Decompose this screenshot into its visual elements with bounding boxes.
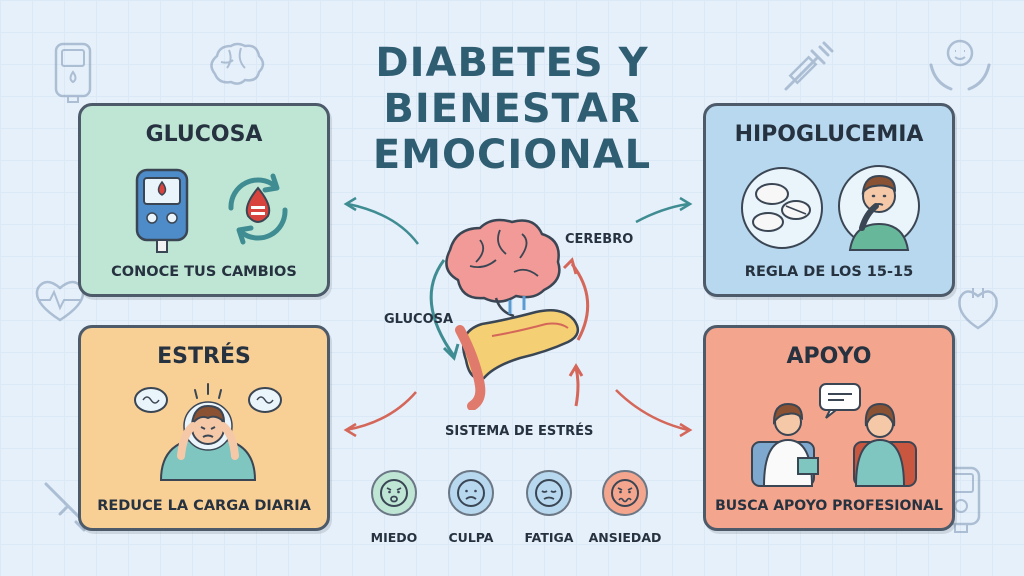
- anxious-face-icon: [611, 479, 639, 507]
- cycle-arrow-bottom: [574, 367, 580, 407]
- cycle-arrow-left: [429, 259, 456, 357]
- tired-face-icon: [535, 479, 563, 507]
- arrow-to-glucosa: [347, 202, 420, 245]
- arrow-to-apoyo: [615, 389, 689, 432]
- fear-face-icon: [380, 479, 408, 507]
- emotion-miedo: MIEDO: [349, 470, 439, 545]
- card-subtitle: REDUCE LA CARGA DIARIA: [97, 498, 311, 514]
- pancreas-icon: [455, 296, 580, 410]
- tablets-icon: [741, 167, 823, 249]
- emotion-label: CULPA: [448, 530, 494, 545]
- syringe-outline-icon-2: [44, 482, 86, 532]
- arrow-to-estres: [345, 391, 417, 432]
- emotion-circle: [448, 470, 494, 516]
- label-glucosa: GLUCOSA: [384, 312, 454, 327]
- label-cerebro: CEREBRO: [565, 232, 634, 247]
- card-title: APOYO: [786, 344, 872, 369]
- card-subtitle: REGLA DE LOS 15-15: [744, 264, 914, 280]
- card-title: HIPOGLUCEMIA: [734, 122, 924, 147]
- heartbeat-outline-icon: [35, 280, 85, 322]
- glucometer-icon: [135, 168, 189, 253]
- heart-outline-icon: [958, 288, 998, 330]
- card-glucosa: GLUCOSA CONOCE TUS CAMBIOS: [78, 103, 330, 297]
- emotion-label: ANSIEDAD: [588, 530, 662, 545]
- glucometer-outline-icon: [54, 42, 92, 103]
- emotion-culpa: CULPA: [426, 470, 516, 545]
- brain-outline-icon: [210, 42, 265, 85]
- care-hands-icon: [929, 39, 991, 91]
- stressed-person-icon: [134, 383, 282, 481]
- card-hipoglucemia: HIPOGLUCEMIA REGLA DE LOS 15-15: [703, 103, 955, 297]
- emotion-circle: [371, 470, 417, 516]
- worried-person-icon: [838, 165, 920, 251]
- center-cycle: [429, 218, 590, 410]
- label-sistema-estres: SISTEMA DE ESTRÉS: [445, 424, 594, 439]
- card-title: GLUCOSA: [145, 122, 263, 147]
- card-apoyo: APOYO BUSCA APOYO PROFESIONAL: [703, 325, 955, 531]
- blood-drop-cycle-icon: [228, 173, 288, 245]
- guilt-face-icon: [457, 479, 485, 507]
- syringe-outline-icon: [784, 41, 834, 91]
- emotion-circle: [602, 470, 648, 516]
- page-title: DIABETES Y BIENESTAR EMOCIONAL: [372, 40, 652, 178]
- emotion-circle: [526, 470, 572, 516]
- emotion-label: FATIGA: [524, 530, 574, 545]
- card-title: ESTRÉS: [157, 344, 251, 369]
- emotion-fatiga: FATIGA: [504, 470, 594, 545]
- emotion-label: MIEDO: [370, 530, 418, 545]
- card-subtitle: CONOCE TUS CAMBIOS: [111, 264, 297, 280]
- brain-icon: [445, 218, 561, 318]
- cycle-arrow-right: [570, 263, 590, 341]
- emotion-ansiedad: ANSIEDAD: [580, 470, 670, 545]
- counseling-session-icon: [751, 383, 917, 487]
- arrow-to-hipoglucemia: [635, 202, 689, 224]
- card-subtitle: BUSCA APOYO PROFESIONAL: [715, 498, 943, 514]
- card-estres: ESTRÉS REDUCE LA CARGA DIARIA: [78, 325, 330, 531]
